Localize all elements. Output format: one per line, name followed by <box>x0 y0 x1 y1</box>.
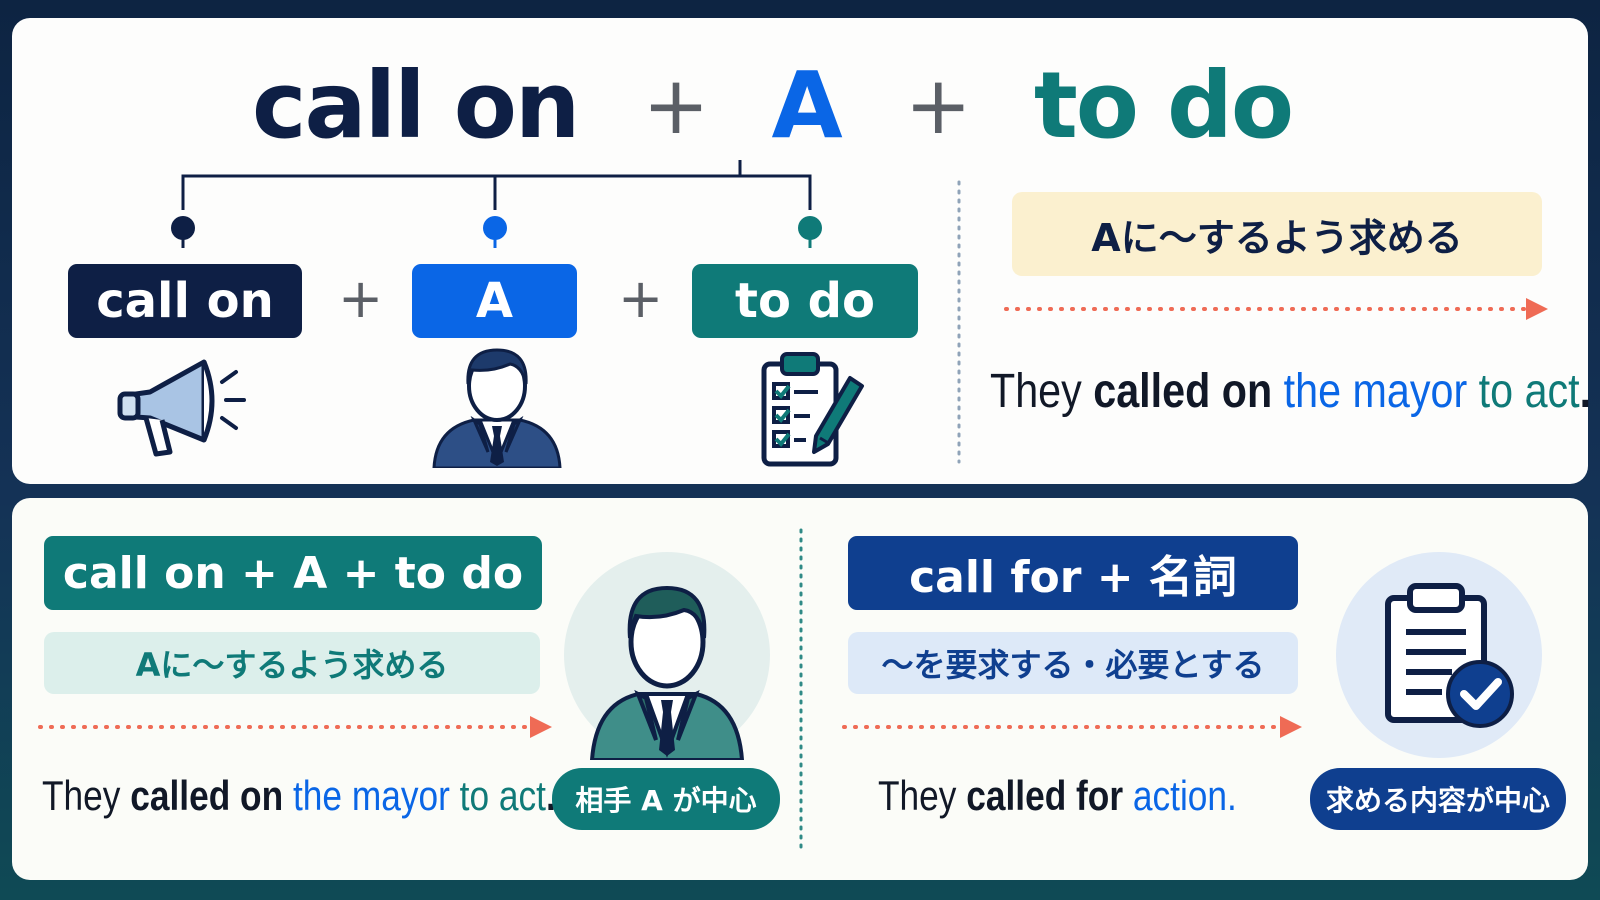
bottom-right-example-sentence: They called for action. <box>878 772 1237 820</box>
bl-example-called-on: called on <box>130 772 284 819</box>
formula-to-do: to do <box>1033 52 1294 160</box>
bottom-left-example-sentence: They called on the mayor to act. <box>42 772 556 820</box>
bl-example-they: They <box>42 772 121 819</box>
connector-dot-to-do <box>798 216 822 240</box>
pill-a: A <box>412 264 577 338</box>
document-check-icon <box>1385 583 1514 728</box>
bottom-right-arrow <box>842 716 1302 738</box>
top-example-they: They <box>990 365 1082 418</box>
top-example-to-act: to act <box>1478 365 1580 418</box>
formula-call-on: call on <box>252 52 580 160</box>
connector-dot-a <box>483 216 507 240</box>
bottom-left-header: call on + A + to do <box>44 536 542 610</box>
businessman-icon <box>589 585 745 760</box>
top-divider <box>957 180 961 464</box>
top-example-period: . <box>1579 365 1592 418</box>
bottom-left-meaning-box: Aに〜するよう求める <box>44 632 540 694</box>
top-meaning-box: Aに〜するよう求める <box>1012 192 1542 276</box>
top-arrow <box>1004 298 1548 320</box>
pill-plus-1: + <box>338 267 384 330</box>
top-example-sentence: They called on the mayor to act. <box>990 364 1591 419</box>
bottom-left-badge: 相手 A が中心 <box>552 768 780 830</box>
pill-call-on: call on <box>68 264 302 338</box>
bl-example-the-mayor: the mayor <box>292 772 450 819</box>
formula-a: A <box>771 52 843 160</box>
top-example-called-on: called on <box>1093 365 1273 418</box>
bottom-right-meaning-box: 〜を要求する・必要とする <box>848 632 1298 694</box>
formula-plus-1: + <box>642 59 709 153</box>
bottom-left-arrow <box>38 716 552 738</box>
connector-dot-call-on <box>171 216 195 240</box>
bl-example-to-act: to act <box>459 772 546 819</box>
bl-example-period: . <box>545 772 556 819</box>
megaphone-icon <box>117 359 246 457</box>
bottom-right-badge: 求める内容が中心 <box>1310 768 1566 830</box>
pill-plus-2: + <box>618 267 664 330</box>
top-example-the-mayor: the mayor <box>1283 365 1468 418</box>
bottom-right-header: call for + 名詞 <box>848 536 1298 610</box>
br-example-period: . <box>1227 772 1237 819</box>
br-example-they: They <box>878 772 957 819</box>
businessman-icon <box>432 348 562 468</box>
checklist-clipboard-icon <box>761 352 864 467</box>
br-example-action: action <box>1132 772 1228 819</box>
main-formula: call on + A + to do <box>252 46 1294 160</box>
pill-to-do: to do <box>692 264 918 338</box>
bottom-divider <box>799 528 803 850</box>
br-example-called-for: called for <box>966 772 1124 819</box>
formula-plus-2: + <box>904 59 972 153</box>
